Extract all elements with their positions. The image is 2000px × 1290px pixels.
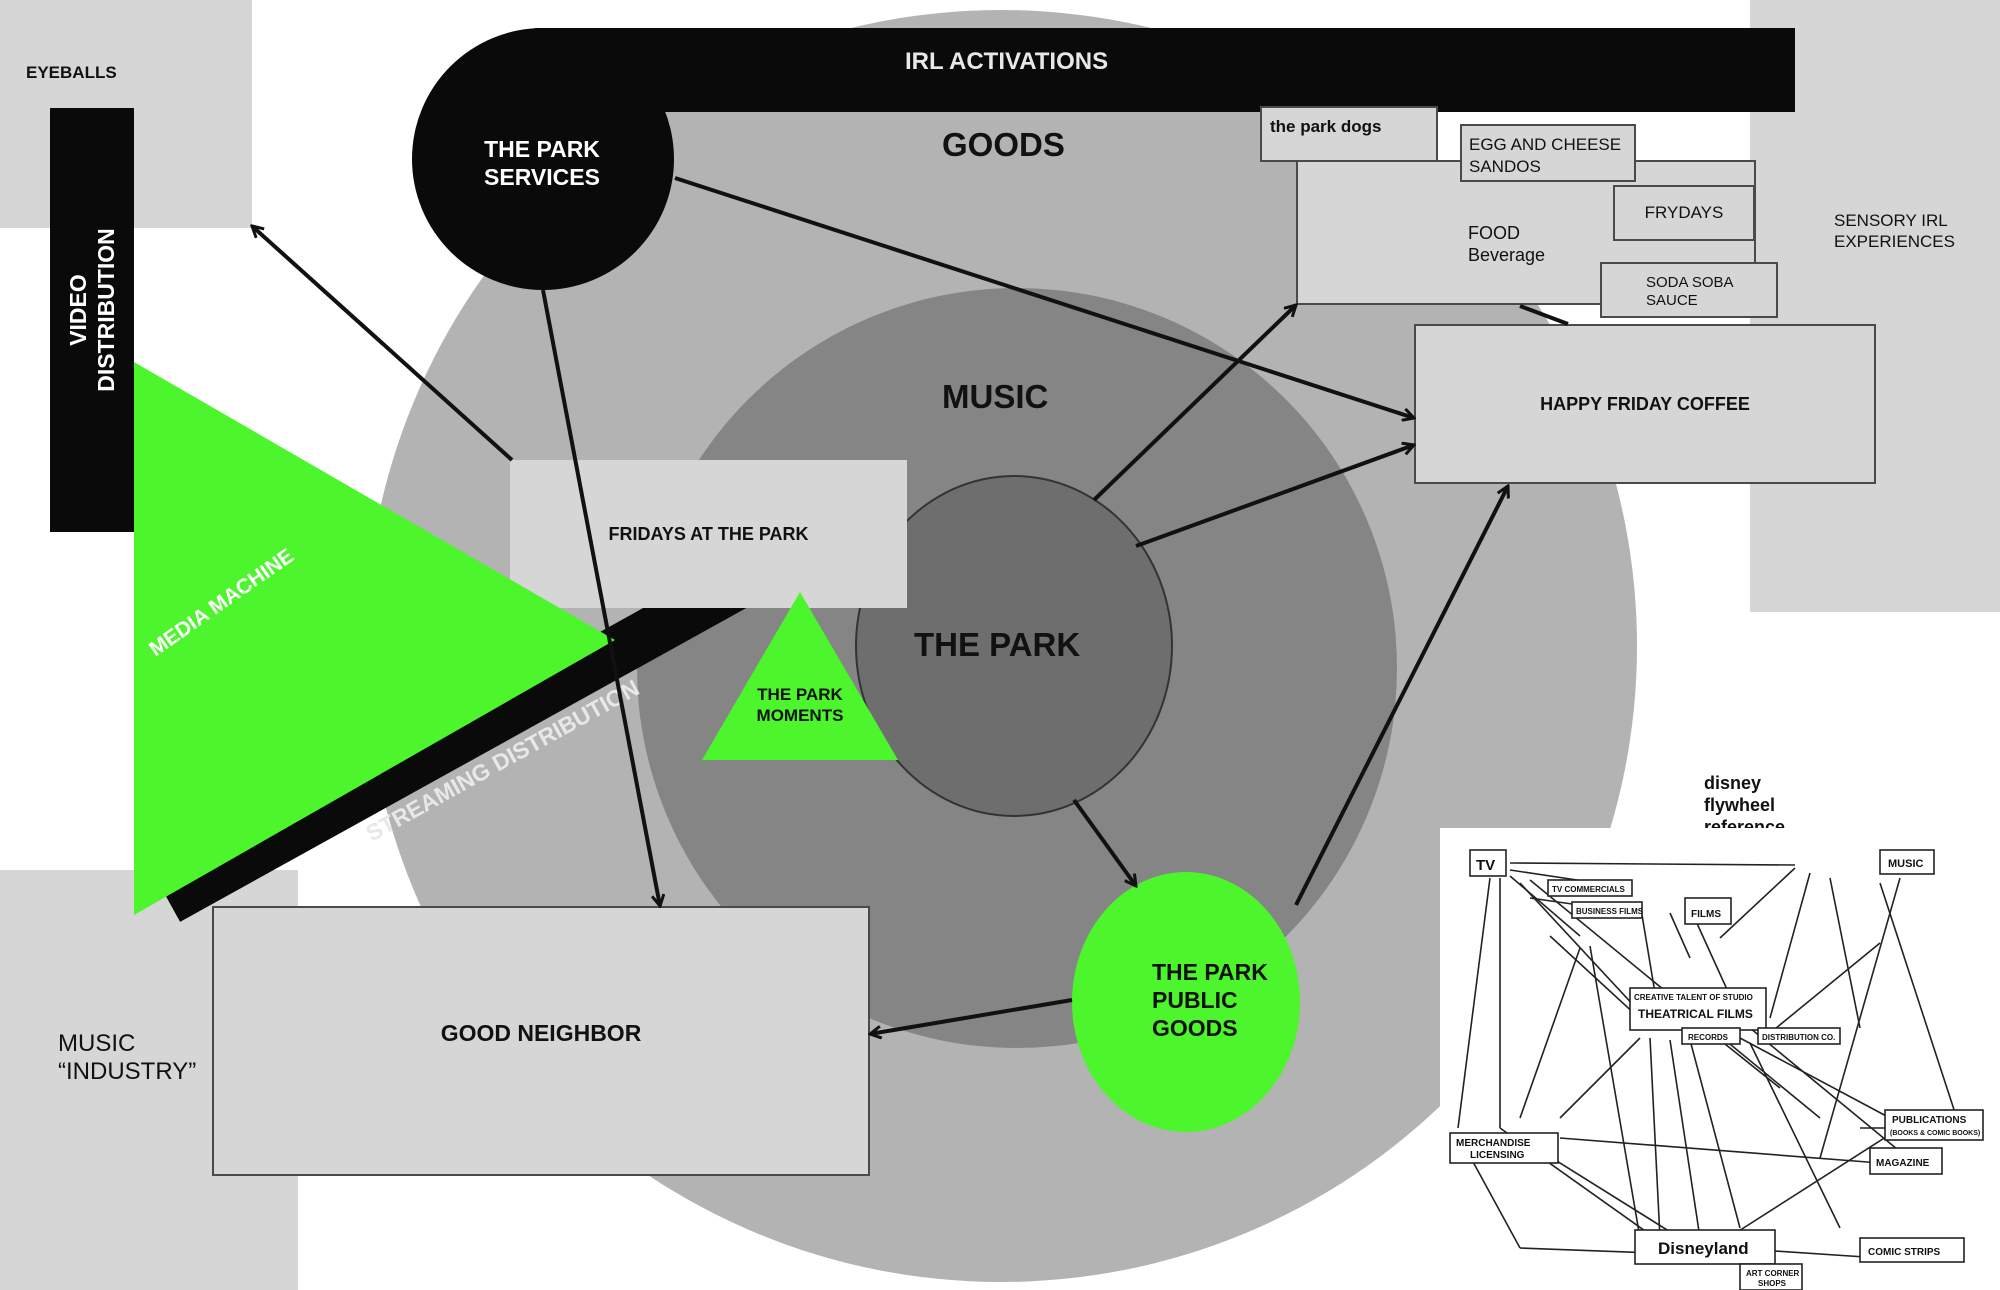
sketch-records-label: RECORDS (1688, 1033, 1729, 1042)
sketch-tv-commercials-box (1547, 879, 1633, 897)
sketch-music-label: MUSIC (1888, 858, 1924, 870)
park-services-circle (412, 28, 674, 290)
sketch-licensing-label: LICENSING (1470, 1150, 1525, 1161)
sensory-irl-line-1: SENSORY IRL (1834, 211, 1948, 230)
food-label: FOOD (1468, 223, 1520, 243)
sketch-shops-label: SHOPS (1758, 1279, 1787, 1288)
eyeballs-label: EYEBALLS (26, 63, 117, 82)
sketch-merchandise-box (1449, 1132, 1559, 1164)
sketch-magazine-label: MAGAZINE (1876, 1158, 1930, 1169)
goods-label: GOODS (942, 126, 1065, 163)
media-machine-triangle (134, 362, 615, 915)
park-services-line-2: SERVICES (484, 164, 600, 190)
sketch-films-label: FILMS (1691, 909, 1721, 920)
park-moments-label: THE PARK MOMENTS (740, 684, 860, 726)
public-goods-circle (1072, 872, 1300, 1132)
arrow-public-goods-to-coffee (1294, 486, 1508, 906)
egg-and-cheese-label: EGG AND CHEESE SANDOS (1469, 134, 1621, 178)
arrow-fridays-to-eyeballs (252, 226, 514, 462)
arrow-services-to-good-neighbor (541, 289, 660, 906)
the-park-label: THE PARK (914, 626, 1081, 663)
sketch-tv-box (1469, 849, 1507, 877)
sketch-magazine-box (1869, 1147, 1943, 1175)
soda-soba-line-1: SODA SOBA (1646, 274, 1734, 291)
music-label: MUSIC (942, 378, 1049, 415)
public-goods-line-2: PUBLIC (1152, 987, 1238, 1013)
sketch-music-box (1879, 849, 1935, 875)
arrow-public-goods-to-good-neighbor (870, 998, 1073, 1034)
sketch-publications-sub-label: (BOOKS & COMIC BOOKS) (1890, 1130, 1980, 1137)
music-industry-line-2: “INDUSTRY” (58, 1058, 197, 1085)
sketch-theatrical-films-label: THEATRICAL FILMS (1638, 1007, 1753, 1021)
food-coffee-connector (1519, 304, 1569, 326)
soda-soba-label: SODA SOBA SAUCE (1646, 274, 1734, 310)
fridays-at-the-park-label: FRIDAYS AT THE PARK (608, 523, 809, 544)
disney-flywheel-sketch: TV MUSIC TV COMMERCIALS BUSINESS FILMS F… (1449, 849, 1984, 1290)
sketch-theatrical-films-box (1629, 987, 1767, 1031)
fridays-at-the-park-box: FRIDAYS AT THE PARK (510, 460, 907, 608)
arrow-park-to-public-goods (1072, 798, 1136, 886)
sensory-irl-label: SENSORY IRL EXPERIENCES (1834, 210, 1955, 252)
the-park-circle (855, 475, 1173, 817)
happy-friday-coffee-box: HAPPY FRIDAY COFFEE (1414, 324, 1876, 484)
food-beverage-label: FOOD Beverage (1468, 222, 1545, 266)
park-services-label: THE PARK SERVICES (452, 135, 632, 191)
beverage-label: Beverage (1468, 245, 1546, 265)
sketch-merchandise-label: MERCHANDISE (1456, 1138, 1531, 1149)
disney-flywheel-image: TV MUSIC TV COMMERCIALS BUSINESS FILMS F… (1440, 828, 2000, 1290)
sketch-creative-talent-label: CREATIVE TALENT OF STUDIO (1634, 993, 1753, 1002)
music-industry-line-1: MUSIC (58, 1030, 136, 1057)
frydays-box: FRYDAYS (1613, 185, 1755, 241)
good-neighbor-label: GOOD NEIGHBOR (440, 1020, 642, 1046)
park-dogs-label: the park dogs (1270, 117, 1382, 136)
park-moments-line-2: MOMENTS (756, 706, 844, 725)
egg-and-cheese-line-1: EGG AND CHEESE (1469, 135, 1622, 154)
sketch-tv-commercials-label: TV COMMERCIALS (1552, 885, 1626, 894)
egg-and-cheese-sandos-box: EGG AND CHEESE SANDOS (1460, 124, 1636, 182)
public-goods-label: THE PARK PUBLIC GOODS (1152, 958, 1268, 1042)
sketch-art-corner-box (1739, 1263, 1803, 1290)
soda-soba-sauce-box: SODA SOBA SAUCE (1600, 262, 1778, 318)
sketch-comic-strips-box (1859, 1237, 1965, 1263)
park-services-line-1: THE PARK (484, 136, 600, 162)
soda-soba-line-2: SAUCE (1646, 292, 1698, 309)
happy-friday-coffee-label: HAPPY FRIDAY COFFEE (1540, 393, 1750, 414)
public-goods-line-3: GOODS (1152, 1015, 1238, 1041)
arrow-park-to-coffee (1135, 445, 1414, 548)
sketch-business-films-box (1571, 901, 1643, 919)
sketch-disneyland-box (1634, 1229, 1776, 1265)
irl-activations-label: IRL ACTIVATIONS (905, 48, 1109, 75)
public-goods-line-1: THE PARK (1152, 959, 1268, 985)
sketch-business-films-label: BUSINESS FILMS (1576, 907, 1644, 916)
sensory-irl-line-2: EXPERIENCES (1834, 232, 1955, 251)
park-moments-line-1: THE PARK (757, 685, 843, 704)
sketch-disneyland-label: Disneyland (1658, 1239, 1749, 1258)
sketch-tv-label: TV (1476, 857, 1495, 874)
sketch-art-corner-label: ART CORNER (1746, 1269, 1800, 1278)
sketch-distribution-box (1757, 1027, 1841, 1045)
park-moments-triangle (702, 592, 898, 760)
music-industry-label: MUSIC “INDUSTRY” (58, 1030, 196, 1086)
video-distribution-bar (50, 108, 134, 532)
sketch-records-box (1681, 1027, 1741, 1045)
irl-activations-bar (535, 28, 1795, 112)
frydays-label: FRYDAYS (1644, 203, 1724, 222)
arrow-park-to-food (1092, 305, 1296, 502)
disney-reference-line-2: flywheel (1704, 795, 1776, 815)
sketch-publications-label: PUBLICATIONS (1892, 1115, 1967, 1126)
sketch-films-box (1684, 897, 1732, 925)
disney-reference-line-1: disney (1704, 773, 1762, 793)
egg-and-cheese-line-2: SANDOS (1469, 157, 1541, 176)
good-neighbor-box: GOOD NEIGHBOR (212, 906, 870, 1176)
park-dogs-box: the park dogs (1260, 106, 1438, 162)
sketch-distribution-label: DISTRIBUTION CO. (1762, 1033, 1835, 1042)
sketch-comic-strips-label: COMIC STRIPS (1868, 1247, 1941, 1258)
sketch-publications-box (1884, 1109, 1984, 1141)
arrow-services-to-coffee (674, 176, 1414, 418)
